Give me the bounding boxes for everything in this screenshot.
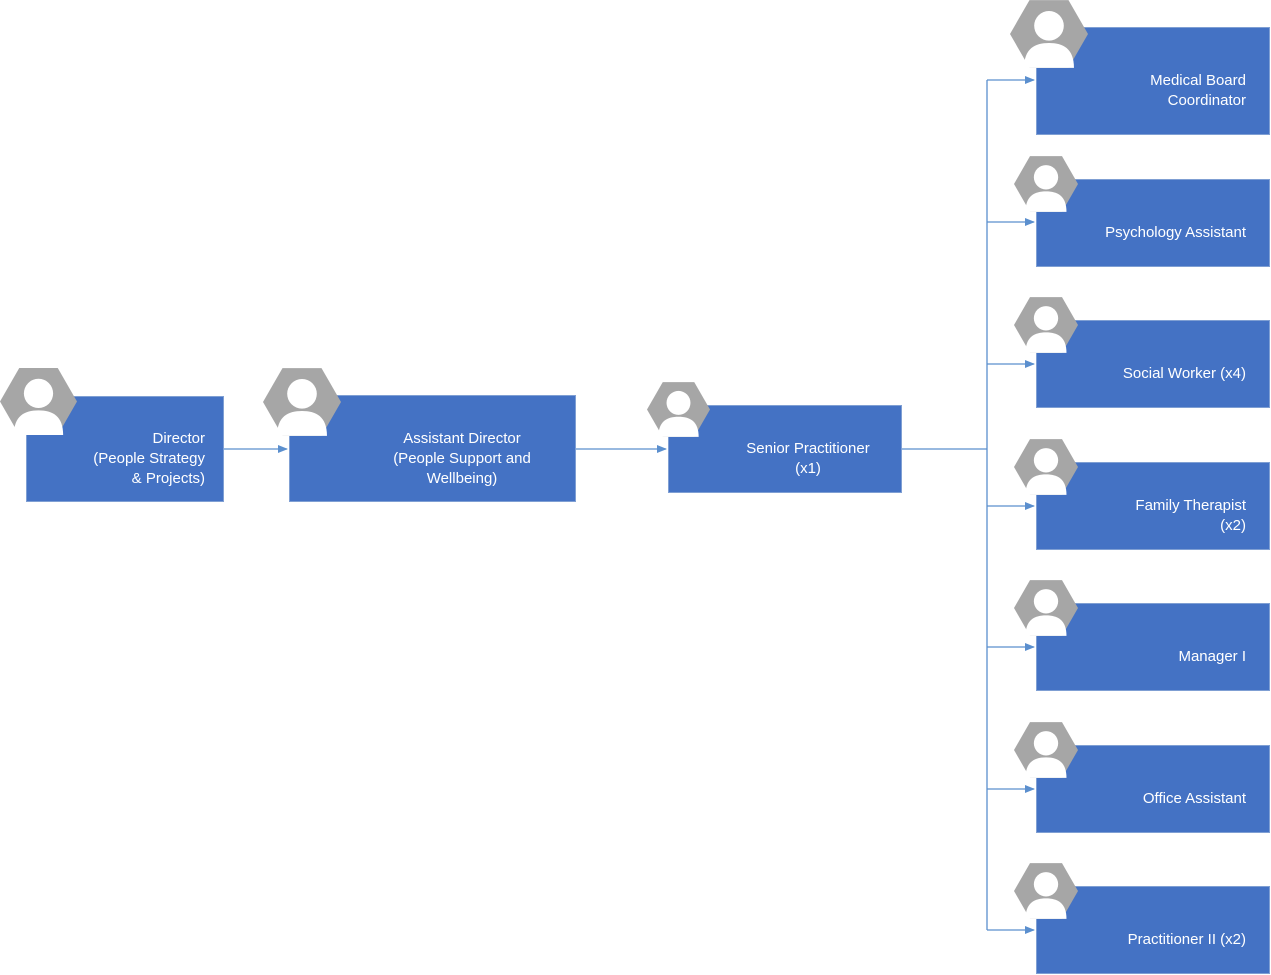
avatar-icon: [1010, 0, 1088, 68]
node-label-psychology-assistant: Psychology Assistant: [1105, 224, 1246, 241]
avatar-icon: [1014, 722, 1078, 778]
node-label-manager-i: Manager I: [1178, 648, 1246, 665]
avatar-icon: [1014, 156, 1078, 212]
node-office-assistant[interactable]: [1036, 745, 1270, 833]
node-social-worker[interactable]: [1036, 320, 1270, 408]
node-family-therapist[interactable]: [1036, 462, 1270, 550]
node-label-assistant-director: Assistant Director (People Support and W…: [393, 430, 531, 487]
node-label-senior-practitioner: Senior Practitioner (x1): [746, 440, 870, 477]
node-label-director: Director (People Strategy & Projects): [93, 430, 205, 487]
node-psychology-assistant[interactable]: [1036, 179, 1270, 267]
avatar-icon: [647, 382, 710, 437]
node-manager-i[interactable]: [1036, 603, 1270, 691]
node-assistant-director[interactable]: [289, 395, 576, 502]
avatar-icon: [263, 368, 341, 436]
node-label-practitioner-ii: Practitioner II (x2): [1127, 931, 1246, 948]
node-practitioner-ii[interactable]: [1036, 886, 1270, 974]
avatar-icon: [1014, 297, 1078, 353]
node-label-medical-board-coordinator: Medical Board Coordinator: [1150, 72, 1246, 109]
node-senior-practitioner[interactable]: [668, 405, 902, 493]
avatar-icon: [0, 368, 77, 435]
avatar-icon: [1014, 439, 1078, 495]
node-label-office-assistant: Office Assistant: [1142, 790, 1246, 807]
avatar-icon: [1014, 580, 1078, 636]
node-label-family-therapist: Family Therapist (x2): [1135, 497, 1246, 534]
node-label-social-worker: Social Worker (x4): [1122, 365, 1246, 382]
avatar-icon: [1014, 863, 1078, 919]
